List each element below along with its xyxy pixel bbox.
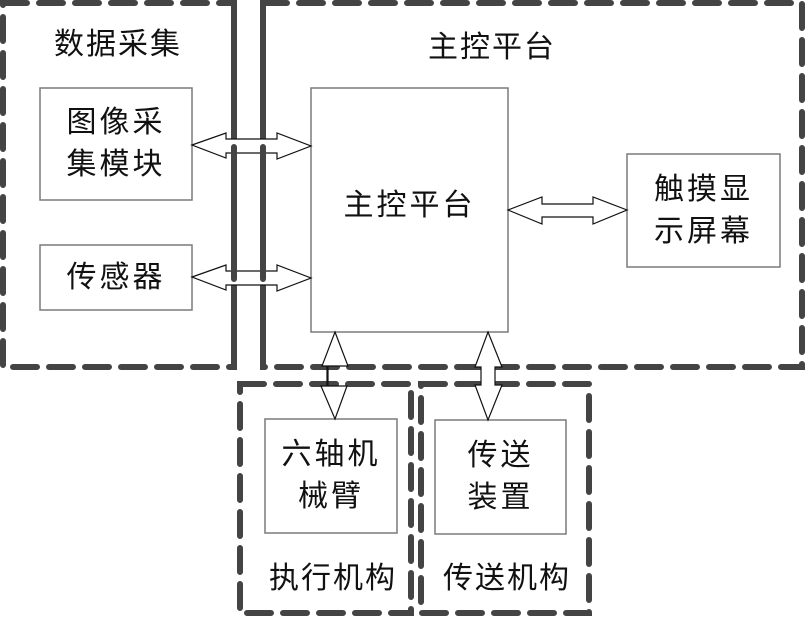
node-main-platform-box	[310, 87, 509, 333]
node-conveyor-device: 传送 装置	[435, 420, 566, 534]
node-robot-arm-line1: 六轴机	[281, 437, 381, 472]
group-main-control-title: 主控平台	[428, 30, 556, 65]
node-main-platform-label: 主控平台	[343, 188, 476, 223]
arrow-main-conveyor	[474, 330, 503, 422]
node-image-capture-line2: 集模块	[66, 147, 166, 182]
arrow-sensor-main	[190, 264, 313, 292]
node-sensor: 传感器	[40, 245, 192, 310]
node-robot-arm-box	[264, 418, 398, 534]
group-data-collection-title: 数据采集	[54, 27, 182, 62]
group-executor-border	[237, 381, 414, 616]
node-conveyor-device-line1: 传送	[467, 438, 534, 473]
node-main-platform: 主控平台	[311, 88, 508, 332]
node-image-capture: 图像采 集模块	[40, 88, 192, 200]
group-executor-title: 执行机构	[269, 561, 397, 596]
node-robot-arm: 六轴机 械臂	[265, 419, 397, 533]
node-touch-display-box	[626, 153, 781, 268]
arrow-main-touch-display	[506, 196, 629, 225]
node-image-capture-line1: 图像采	[66, 105, 166, 140]
arrow-image-capture-main	[190, 132, 313, 160]
node-conveyor-device-box	[434, 419, 567, 535]
node-touch-display-line2: 示屏幕	[654, 213, 753, 249]
group-conveyor-title: 传送机构	[443, 561, 571, 596]
node-sensor-label: 传感器	[66, 259, 166, 295]
arrow-main-robot-arm	[320, 330, 349, 421]
node-conveyor-device-line2: 装置	[467, 480, 534, 515]
node-touch-display-line1: 触摸显	[654, 171, 753, 207]
node-robot-arm-line2: 械臂	[298, 479, 364, 514]
group-conveyor-border	[418, 381, 592, 616]
node-touch-display: 触摸显 示屏幕	[627, 154, 780, 267]
node-image-capture-box	[39, 87, 193, 201]
